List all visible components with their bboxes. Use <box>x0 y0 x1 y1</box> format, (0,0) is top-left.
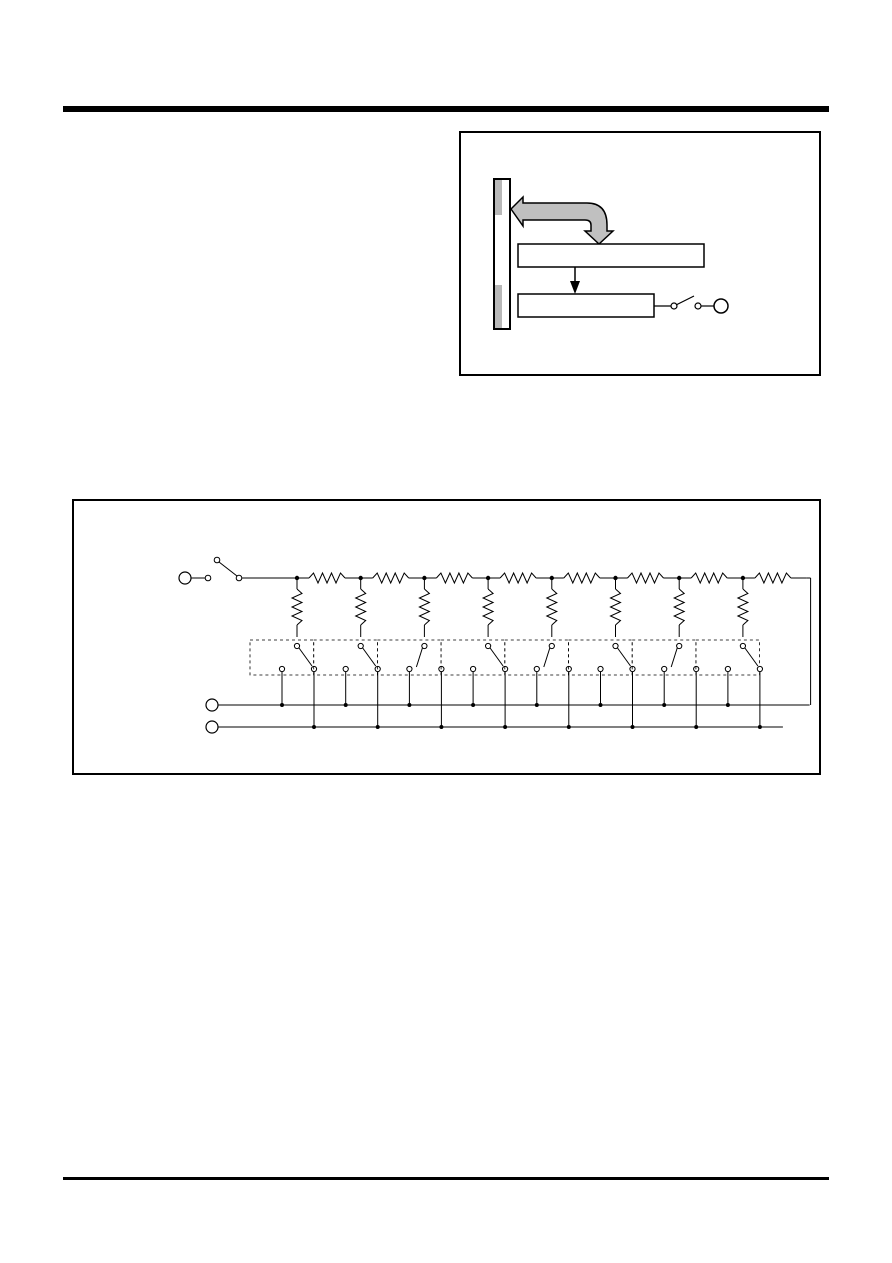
switch-contact-a <box>724 665 732 673</box>
register-upper <box>517 243 705 268</box>
shunt-resistor <box>609 588 622 626</box>
switch-common-contact <box>357 642 364 650</box>
junction-dot <box>471 703 476 707</box>
register-lower <box>517 293 655 318</box>
switch-common-contact <box>612 642 619 650</box>
switch-blade <box>415 647 423 668</box>
series-resistor <box>690 571 728 585</box>
switch-blade <box>543 647 551 668</box>
series-resistor <box>563 571 601 585</box>
switch-box <box>440 639 506 676</box>
series-resistor <box>372 571 410 585</box>
switch-common-contact <box>485 642 492 650</box>
junction-dot <box>534 703 539 707</box>
series-resistor <box>499 571 537 585</box>
shunt-resistor <box>418 588 431 626</box>
switch-contact-a <box>597 665 604 673</box>
junction-dot <box>343 703 348 707</box>
switch-contact-a <box>278 665 286 673</box>
junction-dot <box>503 725 508 729</box>
data-bus <box>493 178 511 330</box>
switch-common-contact <box>548 642 555 650</box>
switch-contact-a <box>661 665 668 673</box>
junction-dot <box>694 725 699 729</box>
switch-contact-b <box>756 665 764 673</box>
junction-dot <box>280 703 284 707</box>
shunt-resistor <box>290 588 304 626</box>
switch-common-contact <box>676 642 683 650</box>
output-pin <box>713 298 729 314</box>
bus-transfer-arrow <box>510 195 615 246</box>
switch-contact-a <box>342 665 349 673</box>
header-rule <box>63 106 829 112</box>
switch-common-contact <box>293 642 301 650</box>
junction-dot <box>630 725 635 729</box>
series-resistor <box>627 571 664 585</box>
junction-dot <box>407 703 412 707</box>
shunt-resistor <box>672 588 686 626</box>
shunt-resistor <box>354 588 367 626</box>
junction-dot <box>598 703 603 707</box>
input-pin <box>178 571 192 585</box>
switch-blade <box>298 647 313 667</box>
shunt-resistor <box>481 588 495 626</box>
switch-box <box>504 639 569 676</box>
series-resistor <box>754 571 792 585</box>
switch-contact-a <box>533 665 540 673</box>
junction-dot <box>439 725 444 729</box>
shunt-resistor <box>545 588 559 626</box>
junction-dot <box>725 703 730 707</box>
block-diagram <box>493 178 729 330</box>
resistor-ladder-panel <box>72 499 821 775</box>
junction-dot <box>566 725 571 729</box>
switch-blade <box>489 647 504 667</box>
switch-box <box>376 639 442 676</box>
junction-dot <box>375 725 380 729</box>
switch-box <box>631 639 697 676</box>
switch-box <box>313 639 378 676</box>
junction-dot <box>662 703 667 707</box>
switch-blade <box>670 647 678 668</box>
input-switch <box>191 556 297 582</box>
switch-blade <box>744 647 759 667</box>
output-pin-b <box>205 720 219 734</box>
junction-dot <box>312 725 316 729</box>
switch-box <box>568 639 633 676</box>
resistor-ladder-diagram <box>178 556 812 734</box>
output-pin-a <box>205 698 219 712</box>
series-resistor <box>436 571 473 585</box>
switch-blade <box>362 647 377 667</box>
switch-common-contact <box>421 642 428 650</box>
switch-common-contact <box>739 642 747 650</box>
junction-dot <box>757 725 762 729</box>
series-resistor <box>308 571 346 585</box>
down-arrow-icon <box>570 267 580 294</box>
switch-contact-a <box>470 665 477 673</box>
shunt-resistor <box>736 588 750 626</box>
switch-box <box>695 639 761 676</box>
switch-box <box>249 639 315 676</box>
footer-rule <box>63 1177 829 1180</box>
switch-contact-a <box>406 665 413 673</box>
switch-blade <box>617 647 631 667</box>
output-switch <box>654 295 714 310</box>
block-diagram-panel <box>459 131 821 376</box>
